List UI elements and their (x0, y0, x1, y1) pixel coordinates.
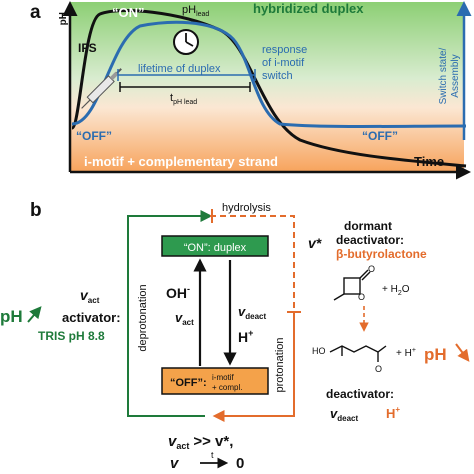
off-box-detail-1: i-motif (212, 373, 235, 382)
ph-down-label: pH (424, 345, 447, 364)
bottom-v: v (170, 455, 180, 472)
carboxylate-o-label: O (375, 364, 382, 374)
dormant-label-1: dormant (344, 219, 392, 233)
bottom-t: t (211, 450, 214, 460)
deprotonation-label: deprotonation (137, 284, 149, 351)
switch-axis-label-2: Assembly (450, 54, 461, 97)
off-box-detail-2: + compl. (212, 383, 242, 392)
switch-axis-label-1: Switch state/ (438, 47, 449, 104)
t-lead-label: tpH lead (170, 92, 197, 106)
plus-h-label: + H+ (396, 347, 416, 359)
oh-label: OH- (166, 284, 190, 301)
time-axis-label: Time (414, 154, 444, 169)
off-left-label: “OFF” (76, 129, 112, 143)
ph-down-arrow (455, 343, 470, 362)
response-line-2: of i-motif (262, 57, 305, 69)
on-label: “ON” (112, 5, 145, 20)
tris-label: TRIS pH 8.8 (38, 329, 105, 343)
deprotonation-loop (127, 210, 213, 417)
deactivator-label: deactivator: (326, 387, 394, 401)
butyrolactone-label: β-butyrolactone (336, 247, 427, 261)
v-act-label: vact (175, 310, 194, 327)
off-right-label: “OFF” (362, 129, 398, 143)
lifetime-label: lifetime of duplex (138, 63, 221, 75)
v-deact-label: vdeact (238, 304, 266, 321)
activator-label: activator: (62, 310, 121, 325)
right-v-deact-label: vdeact (330, 406, 358, 423)
off-box (161, 367, 269, 395)
ph-up-arrow (27, 306, 42, 323)
butyrolactone-structure (333, 269, 371, 301)
bottom-relation: vact>> v*, (168, 433, 233, 451)
off-box-label: “OFF”: (170, 377, 207, 389)
on-box (161, 235, 269, 257)
response-label: response of i-motif switch (262, 44, 307, 82)
protonation-line (212, 312, 295, 422)
deact-h-label: H+ (386, 405, 400, 421)
carbonyl-o-label: O (368, 264, 375, 274)
dormant-label-2: deactivator: (336, 233, 404, 247)
hydrolysis-path (210, 215, 295, 310)
ph-up-label: pH (0, 307, 23, 326)
left-v-act-label: vact (80, 287, 100, 305)
hydrolysis-label: hydrolysis (222, 202, 271, 214)
panel-a: a pH “ON” pHlead hybridized duplex IFS (30, 1, 472, 180)
ho-label: HO (312, 346, 326, 356)
ifs-label: IFS (78, 41, 97, 55)
on-box-label: “ON”: duplex (184, 242, 247, 254)
ph-lead-label: pHlead (182, 4, 209, 18)
response-line-3: switch (262, 70, 293, 82)
h2o-label: + H2O (382, 284, 410, 297)
protonation-label: protonation (274, 337, 286, 392)
ring-o-label: O (358, 292, 365, 302)
hydroxybutyrate-structure (329, 345, 387, 362)
panel-b: b hydrolysis “ON”: duplex “OFF”: i-motif… (0, 200, 470, 472)
bottom-zero: 0 (236, 455, 244, 472)
ph-axis-label: pH (58, 12, 69, 25)
imotif-label: i-motif + complementary strand (84, 154, 278, 169)
clock-icon (173, 29, 199, 55)
v-star-label: v* (308, 235, 322, 251)
syringe-icon (81, 68, 122, 109)
panel-a-label: a (30, 2, 41, 23)
h-plus-label: H+ (238, 328, 253, 345)
panel-b-label: b (30, 200, 42, 221)
switch-response-curve (71, 20, 467, 128)
hybridized-duplex-label: hybridized duplex (253, 1, 364, 16)
response-line-1: response (262, 44, 307, 56)
